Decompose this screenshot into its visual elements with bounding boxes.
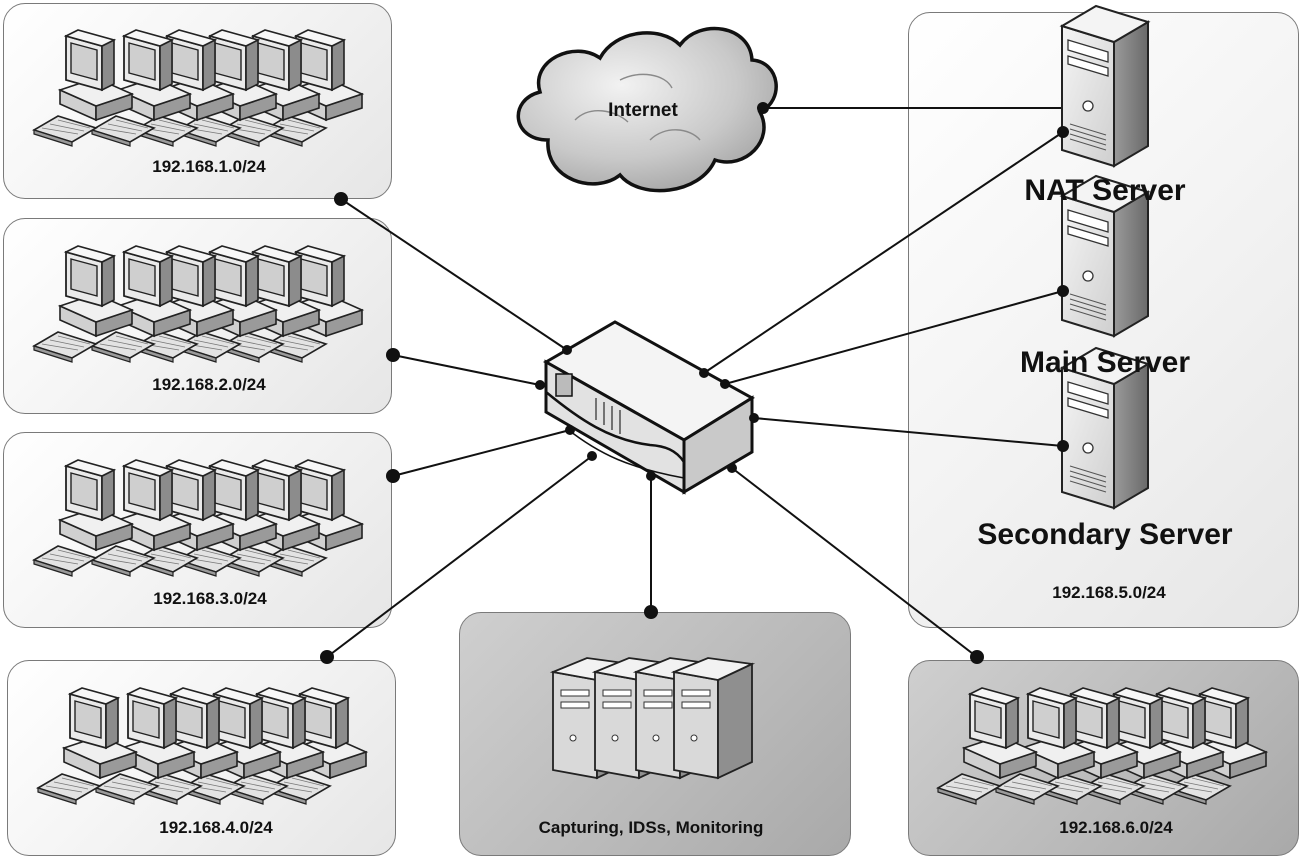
subnet-label-2: 192.168.2.0/24 (152, 375, 266, 394)
subnet-label-3: 192.168.3.0/24 (153, 589, 267, 608)
pc-group-2 (33, 245, 363, 363)
pc-group-1 (33, 29, 363, 147)
connection-lines (326, 107, 1064, 658)
subnet-label-4: 192.168.4.0/24 (159, 818, 273, 837)
server-subnet-label: 192.168.5.0/24 (1052, 583, 1166, 602)
secondary-server-label: Secondary Server (977, 518, 1233, 551)
pc-group-6 (937, 687, 1267, 805)
main-server-label: Main Server (1019, 346, 1191, 379)
internet-cloud (516, 26, 778, 193)
pc-group-3 (33, 459, 363, 577)
pc-group-4 (37, 687, 367, 805)
network-switch (542, 320, 755, 495)
subnet-label-6: 192.168.6.0/24 (1059, 818, 1173, 837)
connection-dots (320, 102, 1069, 664)
subnet-label-1: 192.168.1.0/24 (152, 157, 266, 176)
nat-server-label: NAT Server (1024, 174, 1186, 207)
monitoring-label: Capturing, IDSs, Monitoring (538, 818, 764, 837)
internet-label: Internet (608, 100, 678, 121)
monitoring-servers (552, 657, 753, 779)
nat-server-tower (1061, 5, 1149, 167)
